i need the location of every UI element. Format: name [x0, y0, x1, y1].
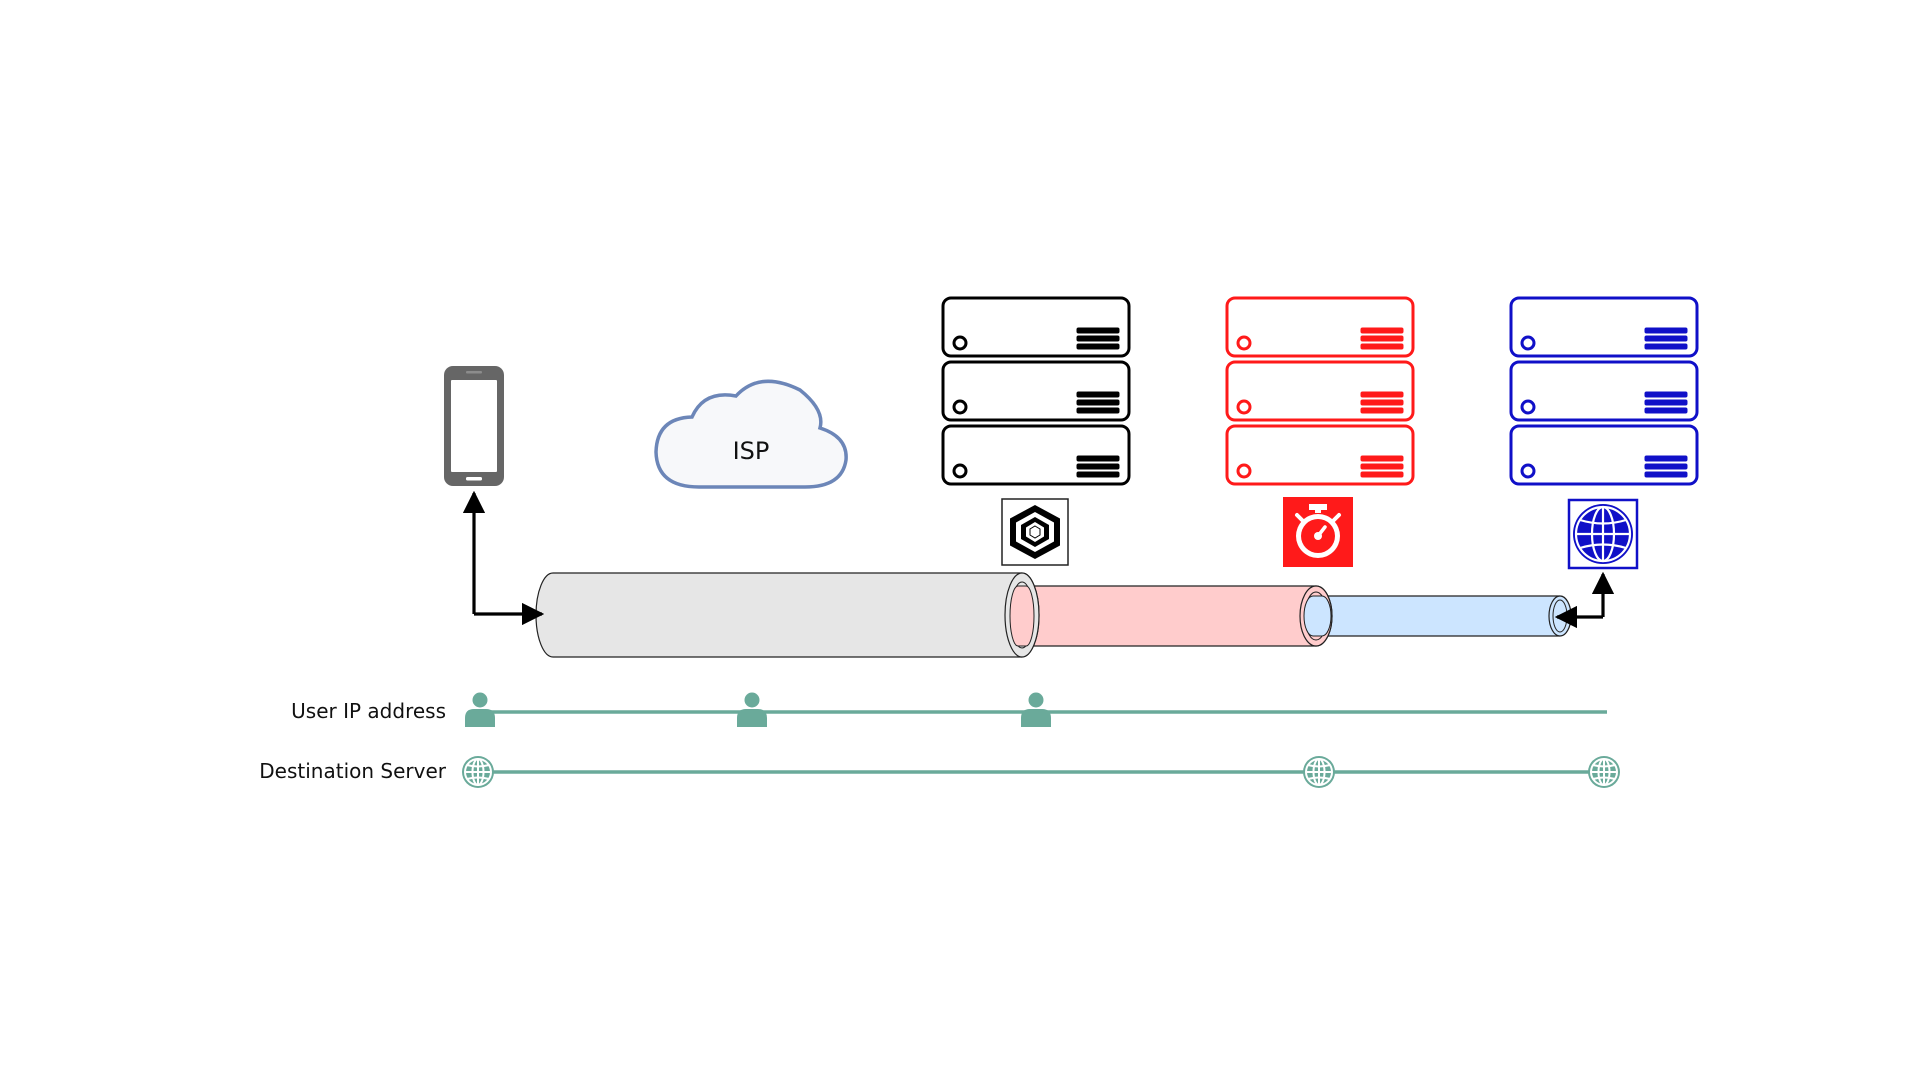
user-ip-label: User IP address: [291, 699, 446, 723]
tunnel-segment-blue: [1312, 595, 1572, 637]
isp-cloud-icon: ISP: [654, 379, 848, 489]
server-stack-black: [941, 296, 1131, 486]
server-stack-red: [1225, 296, 1415, 486]
server-stack-blue: [1509, 296, 1699, 486]
hexagon-icon: [1001, 498, 1069, 566]
tunnel-to-globe-arrow: [1554, 571, 1615, 629]
user-icon: [737, 692, 767, 727]
smartphone-icon: [444, 366, 504, 486]
isp-label: ISP: [733, 437, 770, 465]
destination-server-label: Destination Server: [259, 759, 446, 783]
globe-small-icon: [1302, 755, 1336, 789]
tunnel-segment-grey: [535, 572, 1040, 658]
stopwatch-icon: [1283, 497, 1353, 567]
tunnel-segment-red: [1016, 585, 1333, 647]
globe-small-icon: [461, 755, 495, 789]
user-icon: [465, 692, 495, 727]
phone-to-tunnel-arrow: [462, 490, 545, 626]
globe-icon: [1567, 498, 1639, 570]
user-icon: [1021, 692, 1051, 727]
globe-small-icon: [1587, 755, 1621, 789]
